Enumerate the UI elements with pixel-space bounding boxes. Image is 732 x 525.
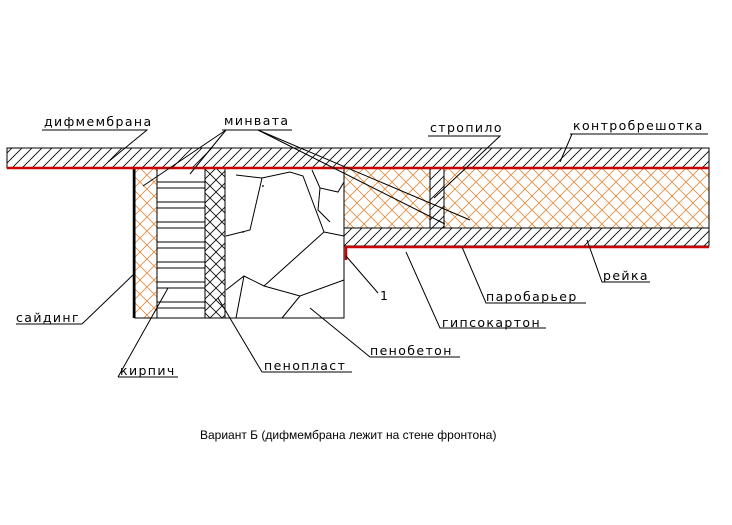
leader-lines — [16, 129, 708, 378]
label-rafter: стропило — [430, 120, 503, 135]
label-foam-plastic: пенопласт — [264, 358, 346, 373]
label-siding: сайдинг — [16, 310, 80, 325]
foam-plastic-layer — [204, 167, 226, 319]
brick-layer — [156, 167, 206, 319]
label-counter-batten: контробрешотка — [573, 118, 704, 133]
label-brick: кирпич — [120, 363, 176, 378]
wall-insulation — [134, 167, 158, 319]
vapor-barrier-line — [344, 245, 709, 260]
diagram-caption: Вариант Б (дифмембрана лежит на стене фр… — [200, 428, 496, 442]
batten-board — [343, 227, 710, 247]
label-mineral-wool: минвата — [224, 113, 290, 128]
label-plasterboard: гипсокартон — [442, 315, 541, 330]
foam-concrete-block — [224, 167, 345, 319]
label-diffusion-membrane: дифмембрана — [44, 114, 153, 129]
label-foam-concrete: пенобетон — [370, 343, 453, 358]
label-batten: рейка — [603, 268, 649, 283]
label-vapor-barrier: паробарьер — [486, 289, 578, 304]
rafter — [429, 167, 445, 229]
roof-insulation — [343, 167, 710, 229]
label-marker-one: 1 — [380, 288, 389, 303]
